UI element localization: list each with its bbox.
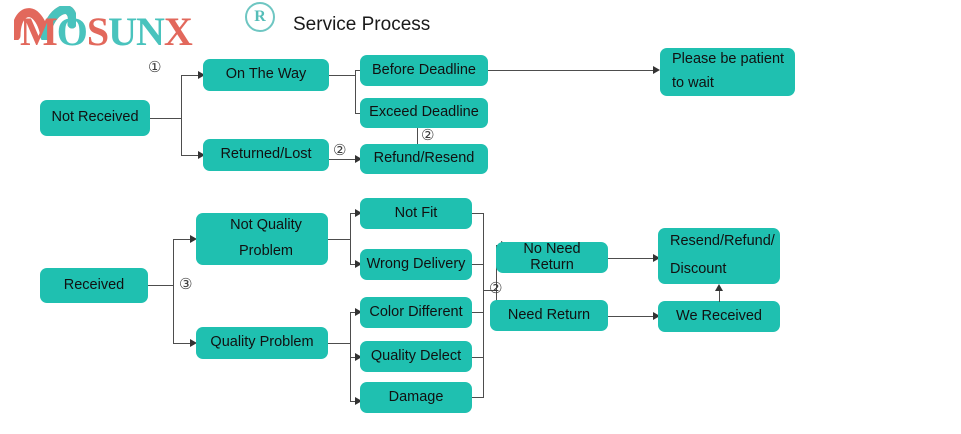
arrowhead-on-the-way <box>198 71 205 79</box>
node-label: Received <box>63 276 125 293</box>
connector-quality-problem-out <box>328 343 351 344</box>
node-no-need-return[interactable]: No Need Return <box>496 242 608 273</box>
connector-on-the-way-out <box>329 75 356 76</box>
connector-to-on-the-way <box>181 75 202 76</box>
marker-top-branch-1: ① <box>148 58 162 76</box>
node-label: Before Deadline <box>372 61 476 78</box>
node-label: Color Different <box>369 303 463 320</box>
node-received[interactable]: Received <box>40 268 148 303</box>
connector-we-received-to-resend <box>719 290 720 302</box>
connector-wrong-delivery-out <box>472 264 483 265</box>
node-label: Exceed Deadline <box>369 104 479 121</box>
node-returned-lost[interactable]: Returned/Lost <box>203 139 329 171</box>
node-label: Quality Delect <box>370 347 462 364</box>
node-quality-problem[interactable]: Quality Problem <box>196 327 328 359</box>
node-not-received[interactable]: Not Received <box>40 100 150 136</box>
connector-not-quality-out <box>328 239 351 240</box>
arrowhead-not-fit <box>355 209 362 217</box>
arrowhead-resend-from-no-need-return <box>653 254 660 262</box>
logo-letter-x: X <box>163 9 193 54</box>
node-label: Returned/Lost <box>220 146 312 163</box>
arrowhead-quality-problem <box>190 339 197 347</box>
logo-letter-n: N <box>136 9 165 54</box>
connector-to-not-quality-problem <box>173 239 195 240</box>
connector-not-received-out <box>150 118 182 119</box>
arrowhead-not-quality-problem <box>190 235 197 243</box>
node-label: Damage <box>388 388 444 405</box>
arrowhead-please-wait <box>653 66 660 74</box>
node-label: Not Fit <box>394 204 438 221</box>
node-label: Wrong Delivery <box>366 255 466 272</box>
node-refund-resend[interactable]: Refund/Resend <box>360 144 488 174</box>
logo-letter-s: S <box>86 9 109 54</box>
connector-return-split-bus <box>496 245 497 317</box>
node-label-line2: Discount <box>670 261 727 278</box>
connector-quality-fanout-bus <box>350 312 351 401</box>
connector-to-quality-problem <box>173 343 195 344</box>
arrowhead-refund-from-returned <box>355 155 362 163</box>
brand-logo: MOSUNX <box>8 4 248 56</box>
node-label: No Need Return <box>523 241 581 273</box>
arrowhead-quality-delect <box>355 353 362 361</box>
node-label: We Received <box>676 307 762 324</box>
node-not-fit[interactable]: Not Fit <box>360 198 472 229</box>
connector-right-collector-bus <box>483 213 484 398</box>
node-label: Need Return <box>507 306 591 323</box>
logo-letter-o: O <box>56 9 88 54</box>
connector-damage-out <box>472 397 483 398</box>
connector-not-fit-out <box>472 213 483 214</box>
node-damage[interactable]: Damage <box>360 382 472 413</box>
logo-swoosh-icon <box>14 6 76 40</box>
node-resend-refund-discount[interactable]: Resend/Refund/ Discount <box>658 228 780 284</box>
node-color-different[interactable]: Color Different <box>360 297 472 328</box>
arrowhead-color-different <box>355 308 362 316</box>
node-quality-delect[interactable]: Quality Delect <box>360 341 472 372</box>
brand-wordmark: MOSUNX <box>20 9 193 54</box>
node-wrong-delivery[interactable]: Wrong Delivery <box>360 249 472 280</box>
connector-collector-to-return-split <box>483 290 496 291</box>
page-title: Service Process <box>293 14 431 35</box>
node-label: Not Received <box>51 109 139 126</box>
registered-trademark-icon: R <box>245 2 275 32</box>
marker-exceed-to-refund-2: ② <box>421 126 435 144</box>
arrowhead-returned-lost <box>198 151 205 159</box>
node-label-line2: to wait <box>672 75 714 92</box>
marker-returned-to-refund-2: ② <box>333 141 347 159</box>
connector-before-deadline-to-wait <box>488 70 658 71</box>
node-on-the-way[interactable]: On The Way <box>203 59 329 91</box>
node-we-received[interactable]: We Received <box>658 301 780 332</box>
node-label-line1: Resend/Refund/ <box>670 233 775 250</box>
node-need-return[interactable]: Need Return <box>490 300 608 331</box>
connector-quality-delect-out <box>472 357 483 358</box>
node-please-be-patient-to-wait[interactable]: Please be patient to wait <box>660 48 795 96</box>
connector-exceed-to-refund <box>417 128 418 148</box>
node-label: On The Way <box>225 66 307 83</box>
node-label-line2: Problem <box>239 243 293 260</box>
connector-color-different-out <box>472 312 483 313</box>
node-label-line1: Not Quality <box>230 217 302 234</box>
connector-received-out <box>148 285 174 286</box>
logo-letter-u: U <box>108 9 137 54</box>
connector-to-returned-lost <box>181 155 202 156</box>
arrowhead-resend-from-we-received <box>715 284 723 291</box>
arrowhead-damage <box>355 397 362 405</box>
connector-returned-to-refund <box>329 159 360 160</box>
marker-bottom-branch-3: ③ <box>179 275 193 293</box>
arrowhead-we-received <box>653 312 660 320</box>
connector-not-quality-fanout-bus <box>350 213 351 265</box>
node-label: Quality Problem <box>210 334 314 351</box>
connector-need-return-to-we-received <box>608 316 658 317</box>
connector-no-need-return-to-resend <box>608 258 658 259</box>
connector-top-split-bus <box>181 75 182 155</box>
node-label: Refund/Resend <box>373 150 475 167</box>
connector-bottom-split-bus <box>173 239 174 344</box>
node-not-quality-problem[interactable]: Not Quality Problem <box>196 213 328 265</box>
node-exceed-deadline[interactable]: Exceed Deadline <box>360 98 488 128</box>
connector-deadline-split-bus <box>355 70 356 113</box>
marker-return-split-2: ② <box>489 279 503 297</box>
arrowhead-wrong-delivery <box>355 260 362 268</box>
node-before-deadline[interactable]: Before Deadline <box>360 55 488 86</box>
logo-letter-m: M <box>20 9 58 54</box>
node-label-line1: Please be patient <box>672 51 785 68</box>
